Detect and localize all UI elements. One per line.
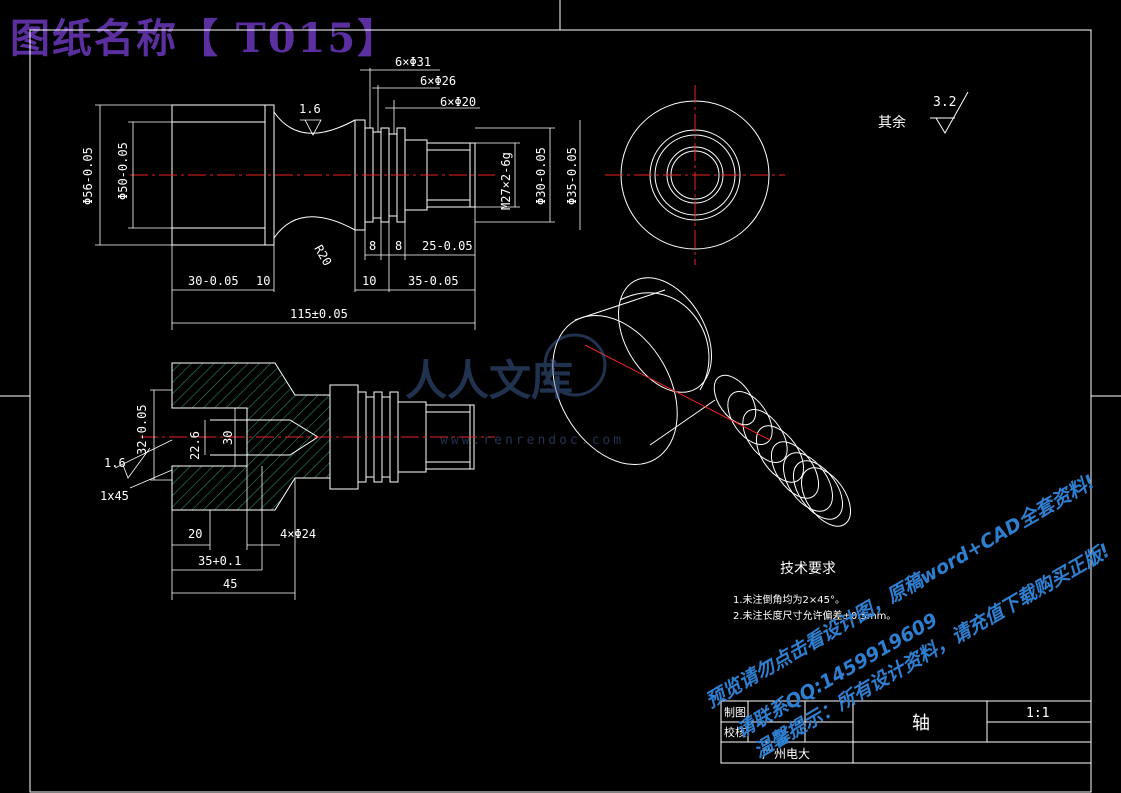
dim-6x20: 6×Φ20: [440, 95, 476, 109]
dim-sec-45: 45: [223, 577, 237, 591]
dim-30: 30-0.05: [188, 274, 239, 288]
watermark-url: www.renrendoc.com: [440, 433, 624, 448]
rough-1-6-sec: 1.6: [104, 456, 126, 470]
rough-1-6-top: 1.6: [299, 102, 321, 116]
others-label: 其余: [878, 114, 906, 131]
dim-10a: 10: [256, 274, 270, 288]
section-dimensions: [114, 389, 296, 600]
dim-dia56: Φ56-0.05: [81, 147, 95, 205]
watermark-logo-icon: [543, 333, 607, 397]
tb-part-name: 轴: [912, 713, 930, 734]
watermark-brand: 人人文库 www.renrendoc.com: [405, 333, 624, 448]
dim-35: 35-0.05: [408, 274, 459, 288]
iso-view: [552, 277, 852, 527]
tb-checked: 校核: [724, 725, 746, 739]
dim-6x26: 6×Φ26: [420, 74, 456, 88]
rough-3-2: 3.2: [933, 95, 956, 110]
tech-req-line2: 2.未注长度尺寸允许偏差±0.5mm。: [733, 609, 896, 622]
tech-req-line1: 1.未注倒角均为2×45°。: [733, 593, 845, 606]
title-block: [720, 700, 1092, 764]
dim-m27: M27×2-6g: [499, 152, 513, 210]
dim-sec-22: 22.6: [188, 431, 202, 460]
dim-dia35: Φ35-0.05: [565, 147, 579, 205]
tb-org: 广州电大: [762, 747, 810, 761]
front-dimensions: [95, 68, 581, 330]
dim-8a: 8: [369, 239, 376, 253]
section-dim-text: 32-0.05 22.6 30 1.6 1x45 20 4×Φ24 35+0.1…: [100, 404, 316, 591]
dim-dia50: Φ50-0.05: [116, 142, 130, 200]
dim-sec-4x24: 4×Φ24: [280, 527, 316, 541]
dim-dia30: Φ30-0.05: [534, 147, 548, 205]
page-title: 图纸名称【 T015】: [10, 15, 400, 62]
tech-req-title: 技术要求: [780, 561, 836, 577]
dim-sec-20: 20: [188, 527, 202, 541]
dim-25: 25-0.05: [422, 239, 473, 253]
dim-sec-30: 30: [221, 431, 235, 445]
dim-10b: 10: [362, 274, 376, 288]
dim-chamfer: 1x45: [100, 489, 129, 503]
dim-8b: 8: [395, 239, 402, 253]
front-dim-text: 6×Φ31 6×Φ26 6×Φ20 1.6 Φ56-0.05 Φ50-0.05 …: [81, 55, 579, 321]
dim-sec-35: 35+0.1: [198, 554, 241, 568]
dim-sec-32: 32-0.05: [135, 404, 149, 455]
dim-6x31: 6×Φ31: [395, 55, 431, 69]
dim-115: 115±0.05: [290, 307, 348, 321]
end-view-centerlines: [605, 85, 785, 265]
rough-others: [930, 91, 969, 134]
tb-drawn: 制图: [724, 706, 746, 719]
iso-axis: [584, 344, 771, 441]
dim-r20: R20: [311, 243, 334, 269]
tb-scale: 1:1: [1026, 706, 1049, 721]
watermark-brand-text: 人人文库: [405, 356, 573, 405]
